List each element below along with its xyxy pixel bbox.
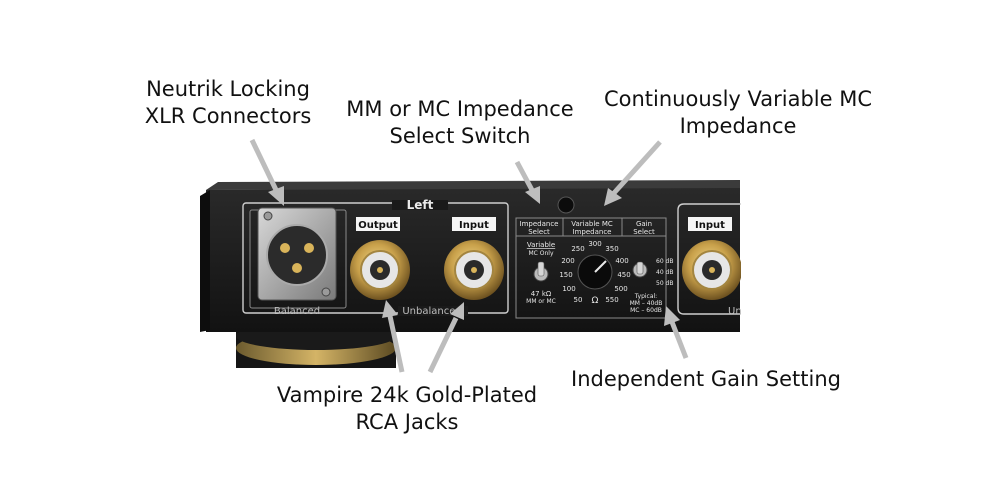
callout-variable-mc: Continuously Variable MC Impedance <box>598 86 878 140</box>
callout-variable-mc-line-1: Continuously Variable MC <box>603 87 873 111</box>
impedance-dial <box>577 254 613 290</box>
xlr-connector <box>257 207 337 301</box>
switch-top-label-2: MC Only <box>528 250 553 257</box>
callout-impedance-switch-line-2: Select Switch <box>389 124 531 148</box>
dial-unit: Ω <box>592 296 599 306</box>
impedance-panel <box>515 196 667 319</box>
dial-tick-200: 200 <box>561 257 574 265</box>
header-variable-mc-2: Impedance <box>573 228 612 236</box>
arrow-impedance-switch <box>514 160 535 192</box>
switch-top-label-1: Variable <box>527 241 555 249</box>
arrow-rca-right <box>427 316 459 374</box>
callout-rca-line-2: RCA Jacks <box>355 410 459 434</box>
input-label-box <box>452 217 496 231</box>
switch-bottom-label-1: 47 kΩ <box>531 290 552 298</box>
dial-tick-350: 350 <box>605 245 618 253</box>
callout-xlr-line-2: XLR Connectors <box>144 104 312 128</box>
right-input-label: Input <box>695 220 725 231</box>
arrow-variable-mc-head <box>604 188 622 206</box>
arrow-xlr <box>249 138 280 194</box>
header-impedance-select-2: Select <box>528 228 550 236</box>
arrow-rca-left-head <box>382 300 398 318</box>
unbalanced-label: Unbalanced <box>402 306 461 317</box>
callout-xlr-line-1: Neutrik Locking <box>146 77 310 101</box>
arrow-rca-left <box>387 315 405 373</box>
dial-tick-300: 300 <box>588 240 601 248</box>
gain-setting-50: 50 dB <box>656 280 673 287</box>
arrow-rca-right-head <box>450 302 464 320</box>
dial-tick-400: 400 <box>615 257 628 265</box>
balanced-label: Balanced <box>274 306 320 317</box>
gain-setting-40: 40 dB <box>656 269 673 276</box>
callout-variable-mc-line-2: Impedance <box>679 114 797 138</box>
arrow-xlr-head <box>268 186 284 206</box>
header-gain-select-1: Gain <box>636 220 652 228</box>
right-section-partial <box>677 203 742 315</box>
header-gain-select-2: Select <box>633 228 655 236</box>
output-label: Output <box>358 220 398 231</box>
dial-tick-550: 550 <box>605 296 618 304</box>
rca-output-jack <box>350 240 410 300</box>
dial-tick-250: 250 <box>571 245 584 253</box>
header-impedance-select-1: Impedance <box>520 220 559 228</box>
header-variable-mc-1: Variable MC <box>571 220 613 228</box>
callout-impedance-switch-line-1: MM or MC Impedance <box>346 97 574 121</box>
gain-typical-1: Typical: <box>634 293 657 300</box>
gain-typical-3: MC – 60dB <box>630 307 662 314</box>
callout-arrows <box>249 138 689 374</box>
callout-xlr: Neutrik Locking XLR Connectors <box>128 76 328 130</box>
callout-gain: Independent Gain Setting <box>566 366 846 393</box>
dial-tick-500: 500 <box>614 285 627 293</box>
gain-setting-60: 60 dB <box>656 258 673 265</box>
dial-tick-50: 50 <box>574 296 583 304</box>
gain-typical-2: MM – 40dB <box>630 300 663 307</box>
left-section-border <box>242 202 509 314</box>
left-heading: Left <box>407 198 434 212</box>
callout-impedance-switch: MM or MC Impedance Select Switch <box>335 96 585 150</box>
callout-rca: Vampire 24k Gold-Plated RCA Jacks <box>262 382 552 436</box>
callout-gain-line-1: Independent Gain Setting <box>571 367 841 391</box>
dial-tick-100: 100 <box>562 285 575 293</box>
arrow-gain <box>669 321 689 359</box>
impedance-select-toggle <box>533 261 549 282</box>
right-partial-label: Un <box>728 306 742 317</box>
arrow-impedance-switch-head <box>525 186 540 204</box>
output-label-box <box>356 217 400 231</box>
rca-input-jack <box>444 240 504 300</box>
callout-rca-line-1: Vampire 24k Gold-Plated <box>276 383 538 407</box>
arrow-variable-mc <box>612 140 662 195</box>
input-label: Input <box>459 220 489 231</box>
dial-tick-150: 150 <box>559 271 572 279</box>
arrow-gain-head <box>664 306 680 326</box>
gain-select-toggle <box>632 261 648 278</box>
switch-bottom-label-2: MM or MC <box>526 298 556 305</box>
dial-tick-450: 450 <box>617 271 630 279</box>
